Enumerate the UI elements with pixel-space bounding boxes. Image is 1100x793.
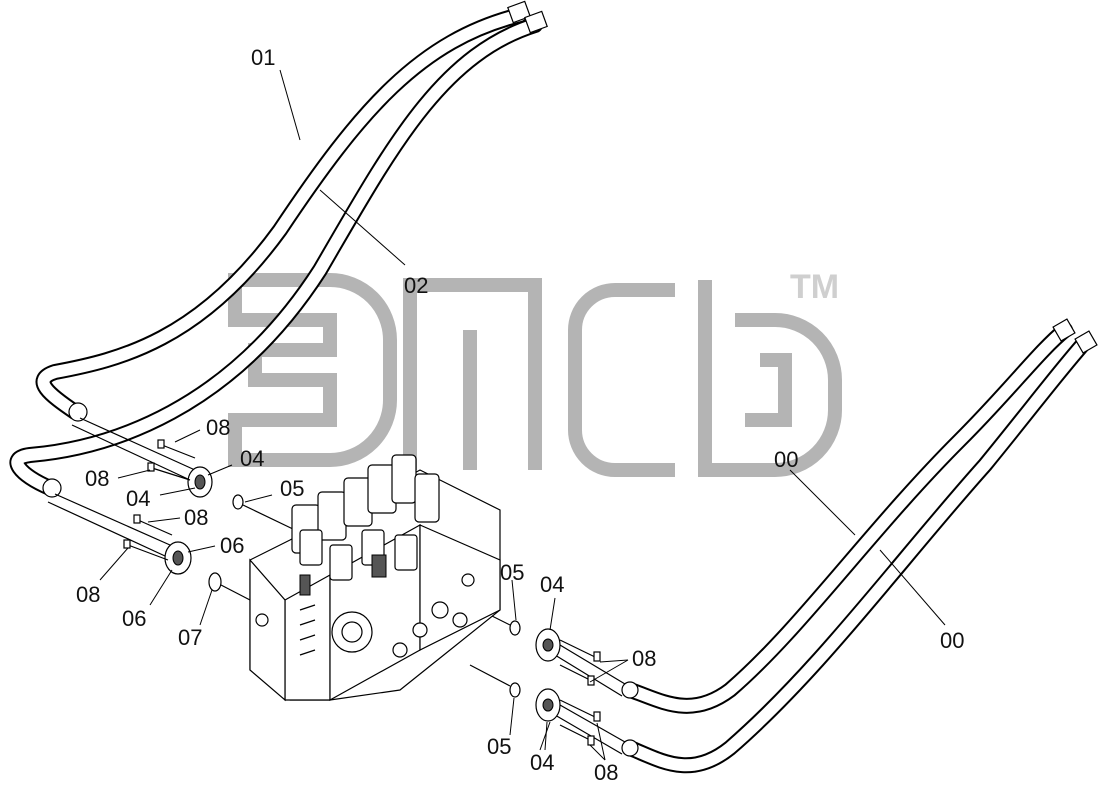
flange-06-lower-left — [164, 541, 192, 575]
flange-04-right-lower — [535, 688, 561, 722]
hose-01 — [35, 7, 528, 420]
label-04-a: 04 — [240, 446, 264, 471]
label-00-upper: 00 — [774, 447, 798, 472]
label-07: 07 — [178, 625, 202, 650]
flange-04-upper-left — [187, 466, 213, 498]
flange-04-right-upper — [535, 628, 561, 662]
o-rings — [208, 494, 521, 698]
pipe-tubes-left — [47, 417, 196, 557]
bolts — [123, 439, 601, 746]
label-01: 01 — [251, 45, 275, 70]
watermark-trademark: TM — [790, 268, 839, 306]
leader-lines — [99, 69, 946, 761]
hose-00-lower — [622, 334, 1093, 774]
label-00-lower: 00 — [940, 628, 964, 653]
label-08-b: 08 — [85, 466, 109, 491]
hose-00-upper — [622, 322, 1073, 714]
hose-end-fittings-right — [621, 318, 1098, 757]
label-08-c: 08 — [184, 505, 208, 530]
control-valve — [249, 454, 501, 702]
label-04-b: 04 — [126, 486, 150, 511]
hose-end-fittings-top — [42, 0, 548, 498]
label-08-f: 08 — [594, 760, 618, 785]
label-08-e: 08 — [632, 646, 656, 671]
hose-02 — [9, 17, 543, 496]
label-05-a: 05 — [280, 476, 304, 501]
label-05-b: 05 — [500, 560, 524, 585]
label-08-d: 08 — [76, 582, 100, 607]
label-04-d: 04 — [530, 750, 554, 775]
label-02: 02 — [404, 273, 428, 298]
label-06-b: 06 — [122, 606, 146, 631]
label-04-c: 04 — [540, 572, 564, 597]
label-06-a: 06 — [220, 533, 244, 558]
label-05-c: 05 — [487, 734, 511, 759]
label-08-a: 08 — [206, 415, 230, 440]
watermark-logo — [228, 273, 842, 477]
